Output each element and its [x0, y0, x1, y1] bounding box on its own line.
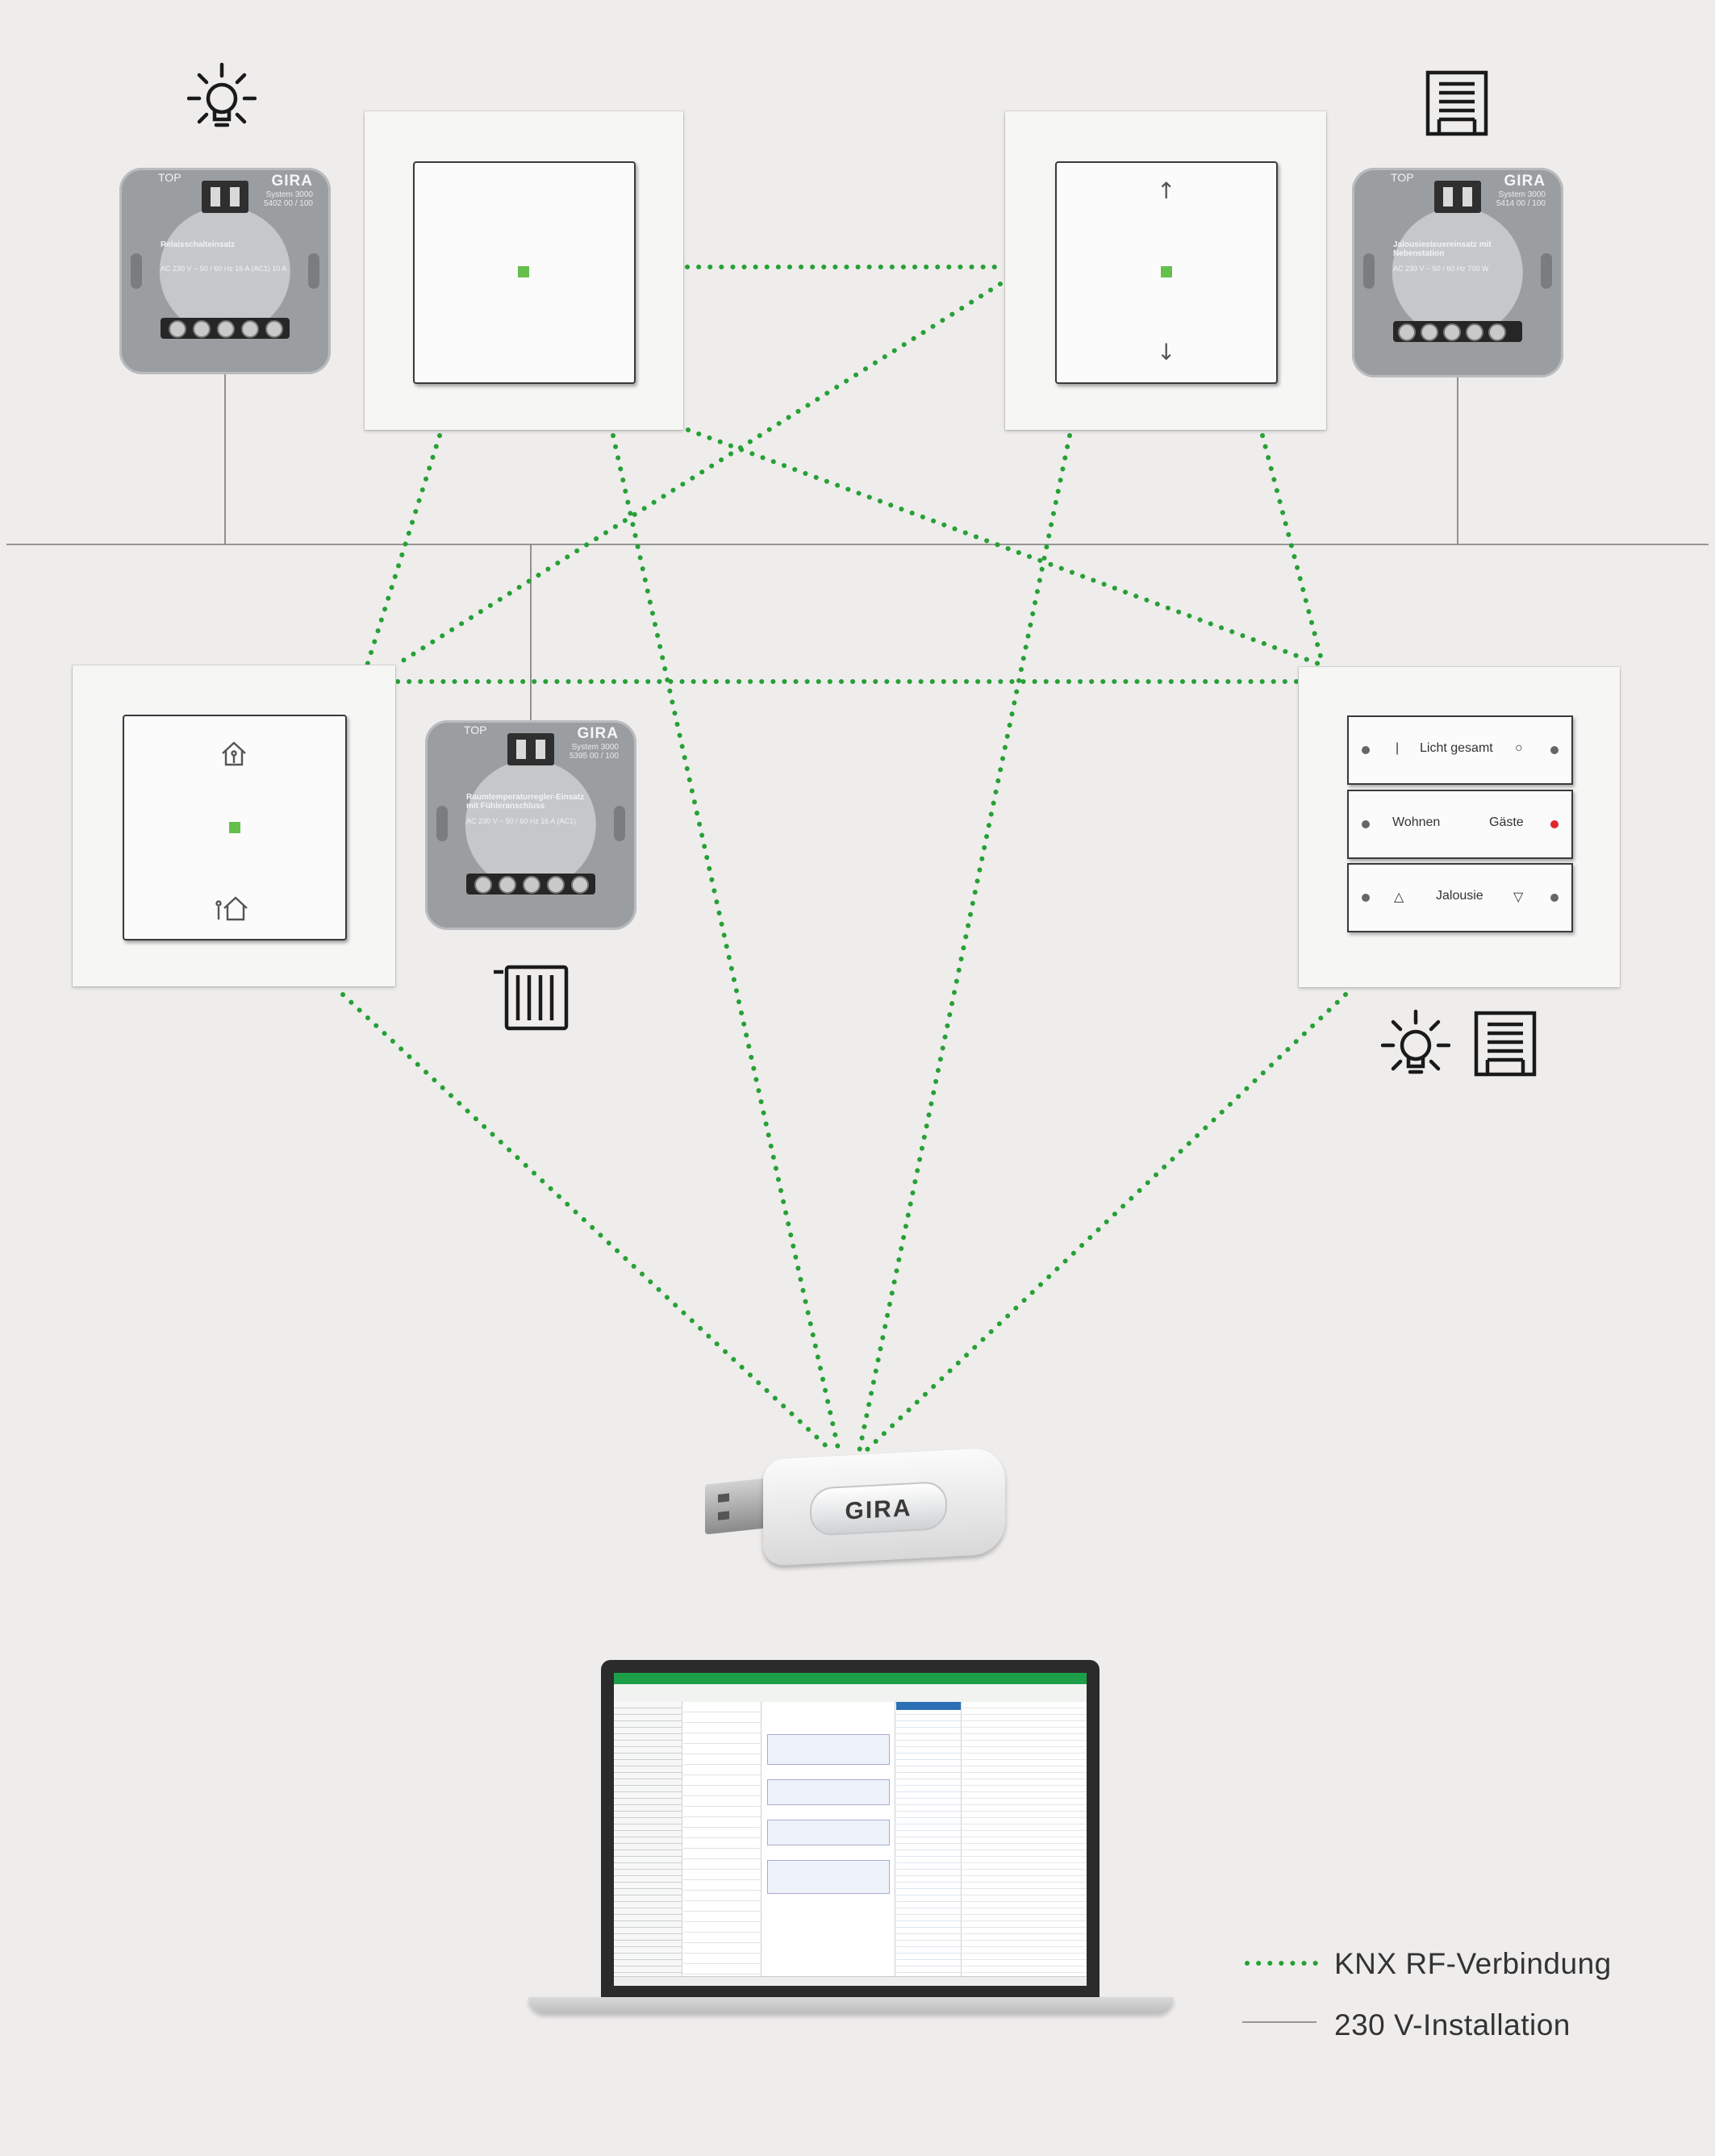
- row1-label: Licht gesamt: [1420, 741, 1493, 755]
- bus-connector: [1434, 181, 1481, 213]
- indicator-dot: [1362, 820, 1370, 828]
- insert-title: Raumtemperaturregler-Einsatz mit Fühlera…: [466, 793, 585, 811]
- push-button-frame-1: [365, 111, 683, 430]
- terminal-block: [466, 874, 595, 895]
- status-led: [518, 266, 529, 277]
- indicator-dot: [1362, 894, 1370, 902]
- rf-link: [611, 433, 841, 1454]
- system-name: System 3000: [1498, 190, 1546, 199]
- legend-wire-label: 230 V-Installation: [1334, 2008, 1571, 2041]
- push-button-frame-3: [73, 665, 395, 986]
- laptop-bezel: [601, 1660, 1100, 1999]
- indicator-dot: [1362, 746, 1370, 754]
- article-number: 5395 00 / 100: [569, 752, 619, 761]
- arrow-down-icon: ↓: [1157, 339, 1176, 365]
- house-leave-icon: [222, 741, 246, 766]
- light-bulb-icon: [1381, 1009, 1450, 1074]
- insert-spec: AC 230 V ~ 50 / 60 Hz 16 A (AC1): [466, 817, 576, 825]
- article-number: 5414 00 / 100: [1496, 199, 1546, 208]
- off-symbol: |: [1396, 741, 1400, 755]
- insert-spec: AC 230 V ~ 50 / 60 Hz 700 W: [1393, 265, 1489, 273]
- row2-right-label: Gäste: [1489, 815, 1524, 829]
- push-button-frame-2: ↑ ↓: [1005, 111, 1326, 430]
- insert-spec: AC 230 V ~ 50 / 60 Hz 16 A (AC1) 10 A: [161, 265, 287, 273]
- rf-link: [1260, 433, 1325, 668]
- rf-link: [862, 992, 1348, 1454]
- status-led-red: [1550, 820, 1559, 828]
- insert-center: [465, 760, 597, 890]
- installation-wires: [6, 371, 1709, 722]
- status-led: [1161, 266, 1172, 277]
- insert-title: Relaisschalteinsatz: [161, 240, 236, 249]
- light-bulb-icon: [187, 62, 257, 127]
- rf-links: [340, 265, 1348, 1454]
- rocker-switch-2[interactable]: ↑ ↓: [1055, 161, 1278, 384]
- article-number: 5402 00 / 100: [263, 199, 313, 208]
- on-symbol: ○: [1515, 741, 1523, 755]
- system-name: System 3000: [265, 190, 313, 199]
- rf-link: [340, 992, 835, 1454]
- legend-wire-swatch: [1242, 2021, 1317, 2023]
- legend-rf-swatch: [1245, 1961, 1319, 1966]
- terminal-block: [161, 318, 290, 339]
- insert-title: Jalousiesteuereinsatz mit Nebenstation: [1393, 240, 1492, 258]
- button-row-jalousie[interactable]: △ Jalousie ▽: [1347, 863, 1573, 932]
- blind-icon: [1425, 70, 1488, 136]
- triple-push-button-frame: | Licht gesamt ○ Wohnen Gäste △ Jalousie…: [1299, 667, 1620, 987]
- bus-connector: [202, 181, 248, 213]
- row2-left-label: Wohnen: [1392, 815, 1441, 829]
- rocker-switch-1[interactable]: [413, 161, 636, 384]
- mounting-slot: [308, 253, 319, 289]
- button-row-licht-gesamt[interactable]: | Licht gesamt ○: [1347, 715, 1573, 785]
- rf-link: [365, 433, 442, 668]
- brand-label: GIRA: [577, 725, 619, 742]
- mounting-slot: [131, 253, 142, 289]
- arrow-up-icon: ↑: [1157, 177, 1176, 204]
- mounting-slot: [614, 806, 625, 841]
- blind-icon: [1474, 1011, 1537, 1077]
- top-marker: TOP: [158, 171, 182, 184]
- triangle-down-icon: ▽: [1513, 890, 1524, 904]
- rocker-switch-3[interactable]: [123, 715, 347, 940]
- rf-link: [686, 427, 1325, 668]
- mounting-slot: [436, 806, 448, 841]
- system-name: System 3000: [571, 743, 619, 752]
- insert-center: [159, 206, 291, 336]
- rf-link: [857, 433, 1072, 1454]
- button-panel: | Licht gesamt ○ Wohnen Gäste △ Jalousie…: [1347, 715, 1573, 938]
- bus-connector: [507, 733, 554, 765]
- brand-label: GIRA: [271, 173, 313, 190]
- top-marker: TOP: [1391, 171, 1414, 184]
- mounting-slot: [1541, 253, 1552, 289]
- house-enter-icon: [215, 896, 248, 921]
- laptop: [528, 1660, 1174, 2039]
- top-marker: TOP: [464, 724, 487, 736]
- insert-center: [1392, 207, 1524, 338]
- brand-label: GIRA: [1504, 173, 1546, 190]
- mounting-slot: [1363, 253, 1375, 289]
- legend-rf-label: KNX RF-Verbindung: [1334, 1947, 1612, 1980]
- button-row-wohnen-gaeste[interactable]: Wohnen Gäste: [1347, 790, 1573, 859]
- indicator-dot: [1550, 894, 1559, 902]
- terminal-block: [1393, 321, 1522, 342]
- laptop-base: [528, 1997, 1174, 2013]
- brand-badge: GIRA: [810, 1480, 947, 1537]
- indicator-dot: [1550, 746, 1559, 754]
- radiator-icon: [494, 965, 569, 1031]
- status-led: [229, 822, 240, 833]
- stick-brand: GIRA: [845, 1495, 912, 1525]
- gpa-software-screen: [614, 1673, 1087, 1986]
- knx-rf-usb-stick: GIRA: [702, 1447, 1008, 1566]
- row3-label: Jalousie: [1436, 889, 1483, 903]
- stick-body: GIRA: [763, 1447, 1005, 1566]
- triangle-up-icon: △: [1394, 890, 1404, 904]
